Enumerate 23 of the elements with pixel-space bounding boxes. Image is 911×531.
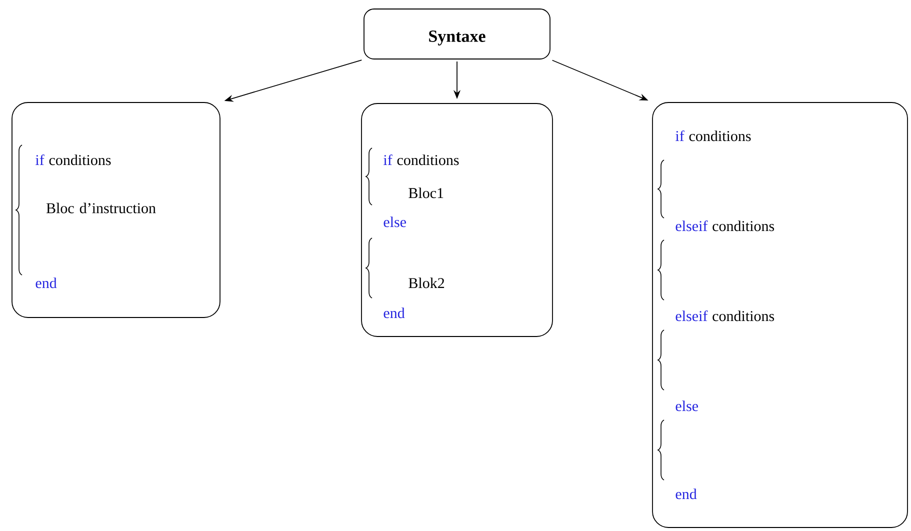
keyword: elseif bbox=[676, 310, 708, 322]
keyword: else bbox=[676, 400, 698, 412]
code-text: conditions bbox=[397, 154, 459, 166]
code-text: Bloc d’instruction bbox=[46, 202, 156, 214]
code-text: Bloc1 bbox=[408, 188, 444, 198]
code-text: conditions bbox=[49, 154, 111, 166]
keyword: end bbox=[676, 488, 697, 500]
keyword: if bbox=[36, 154, 44, 165]
code-box bbox=[361, 103, 553, 337]
title: Syntaxe bbox=[429, 30, 486, 46]
code-text: conditions bbox=[712, 220, 774, 232]
title-box bbox=[364, 8, 550, 60]
code-text: conditions bbox=[689, 130, 751, 142]
code-text: conditions bbox=[712, 310, 774, 322]
code-box bbox=[12, 102, 220, 318]
code-text: Blok2 bbox=[408, 278, 444, 288]
keyword: end bbox=[36, 278, 57, 288]
code-box bbox=[652, 102, 908, 528]
keyword: if bbox=[384, 154, 392, 165]
keyword: elseif bbox=[676, 220, 708, 232]
keyword: end bbox=[384, 308, 405, 318]
keyword: if bbox=[676, 130, 684, 141]
keyword: else bbox=[384, 216, 406, 228]
